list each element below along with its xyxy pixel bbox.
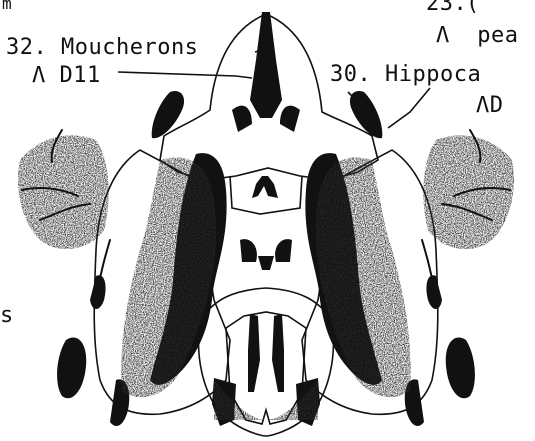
leader-d11 bbox=[118, 72, 252, 78]
left-wing-speckle bbox=[18, 135, 109, 249]
right-upper-horn bbox=[350, 91, 382, 138]
left-body-speckle bbox=[121, 158, 216, 398]
leader-hippoca bbox=[388, 88, 430, 128]
center-arch bbox=[252, 176, 278, 198]
dark-masses bbox=[57, 12, 475, 426]
right-small-splotch bbox=[426, 275, 442, 309]
center-top-spine bbox=[250, 12, 282, 118]
right-body-speckle bbox=[316, 158, 411, 398]
right-side-splotch bbox=[446, 338, 475, 399]
right-wing-speckle bbox=[423, 135, 514, 249]
center-lower-knobs bbox=[240, 239, 292, 270]
left-small-splotch bbox=[90, 275, 106, 309]
left-upper-horn bbox=[152, 91, 184, 138]
lower-center-columns bbox=[248, 314, 284, 392]
left-side-splotch bbox=[57, 338, 86, 399]
